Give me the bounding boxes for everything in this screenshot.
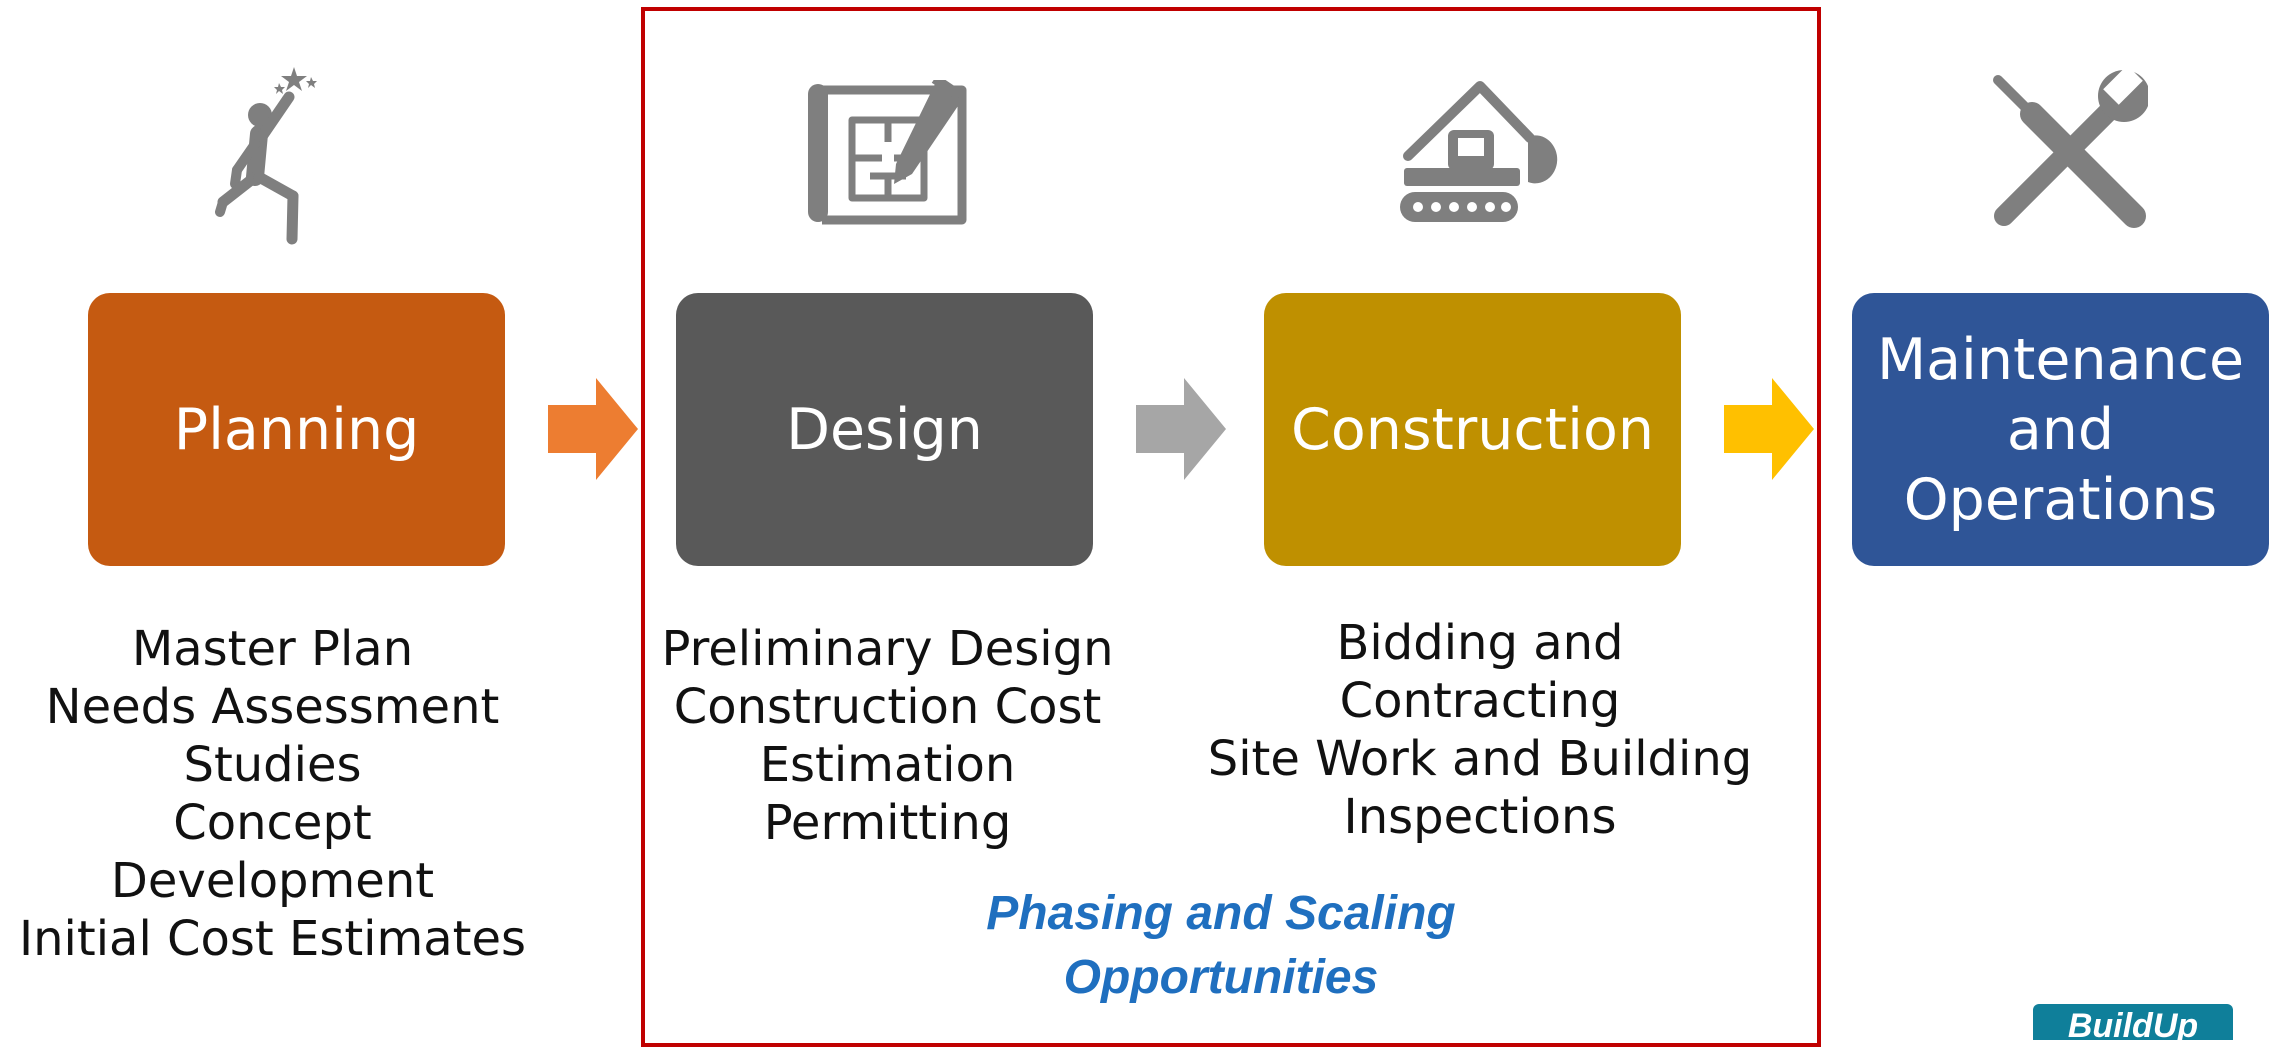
- arrow-planning-to-design: [548, 378, 638, 480]
- buildup-logo: BuildUp: [2033, 1004, 2233, 1040]
- construction-description: Bidding and Contracting Site Work and Bu…: [1207, 615, 1753, 845]
- arrow-design-to-construction: [1136, 378, 1226, 480]
- stage-design-label: Design: [786, 396, 983, 463]
- planning-description: Master Plan Needs Assessment Studies Con…: [18, 621, 527, 967]
- stage-construction: Construction: [1264, 293, 1681, 566]
- stage-maintenance: Maintenance and Operations: [1852, 293, 2269, 566]
- stage-construction-label: Construction: [1291, 396, 1654, 463]
- stage-design: Design: [676, 293, 1093, 566]
- stage-planning: Planning: [88, 293, 505, 566]
- stage-planning-label: Planning: [173, 396, 420, 463]
- design-description: Preliminary Design Construction Cost Est…: [661, 621, 1114, 851]
- excavator-icon: [1400, 81, 1558, 222]
- wrench-screwdriver-icon: [1993, 70, 2148, 228]
- arrow-construction-to-maintenance: [1724, 378, 1814, 480]
- phasing-caption: Phasing and Scaling Opportunities: [986, 887, 1456, 1004]
- blueprint-pencil-icon: [808, 80, 967, 225]
- person-reaching-star-icon: [215, 67, 317, 245]
- stage-maintenance-label: Maintenance and Operations: [1876, 326, 2245, 533]
